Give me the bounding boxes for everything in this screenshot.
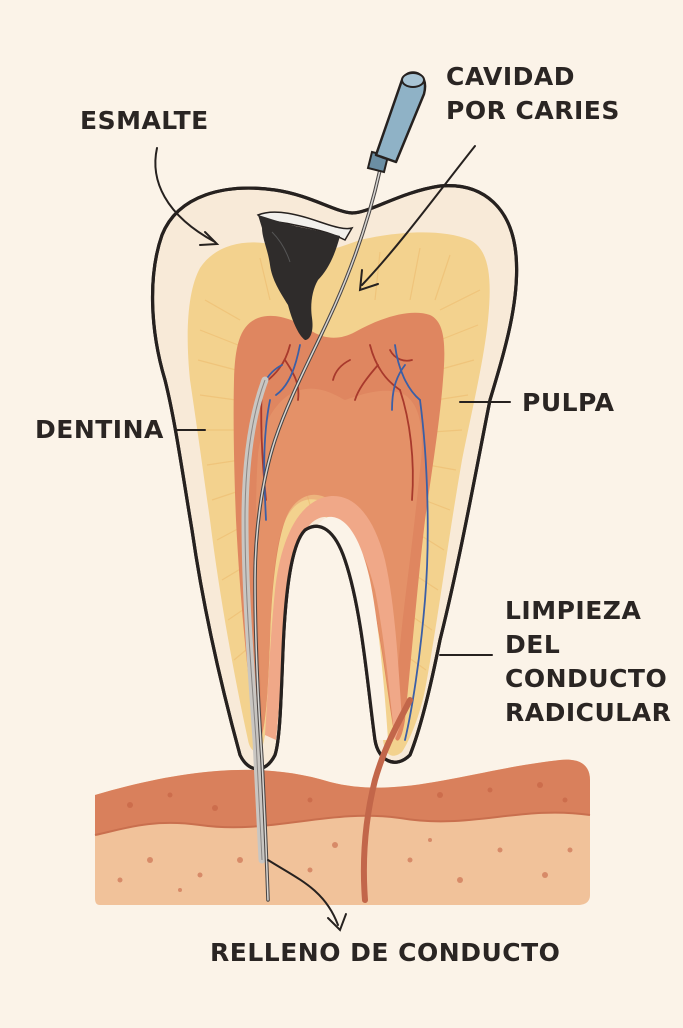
label-limpieza-line-4: RADICULAR — [505, 698, 672, 727]
pulp-inner — [256, 388, 422, 730]
caries-cavity — [256, 211, 354, 340]
label-limpieza-line-3: CONDUCTO — [505, 664, 668, 693]
label-cavidad-line-1: CAVIDAD — [446, 62, 576, 91]
esmalte-pointer — [154, 147, 216, 243]
nerves-blue — [261, 344, 429, 741]
gum-upper-tissue — [95, 759, 590, 835]
cavidad-pointer — [361, 145, 476, 286]
label-pulpa: PULPA — [522, 388, 615, 417]
label-cavidad-line-2: POR CARIES — [446, 96, 620, 125]
label-limpieza-line-2: DEL — [505, 630, 561, 659]
label-relleno-de-conducto: RELLENO DE CONDUCTO — [210, 938, 561, 967]
label-cavidad-por-caries: CAVIDAD POR CARIES — [446, 60, 620, 128]
label-esmalte: ESMALTE — [80, 106, 209, 135]
label-pointers — [154, 145, 511, 932]
label-limpieza-del-conducto-radicular: LIMPIEZA DEL CONDUCTO RADICULAR — [505, 594, 671, 730]
root-canal-fill — [241, 376, 413, 903]
dental-file-instrument — [253, 71, 427, 902]
gum — [94, 759, 591, 905]
relleno-pointer — [267, 859, 339, 926]
cleaned-canal — [360, 697, 413, 903]
gum-dots — [117, 782, 573, 892]
tooth — [150, 184, 519, 771]
root-inner-band — [265, 495, 402, 740]
label-limpieza-line-1: LIMPIEZA — [505, 596, 642, 625]
label-dentina: DENTINA — [35, 415, 164, 444]
